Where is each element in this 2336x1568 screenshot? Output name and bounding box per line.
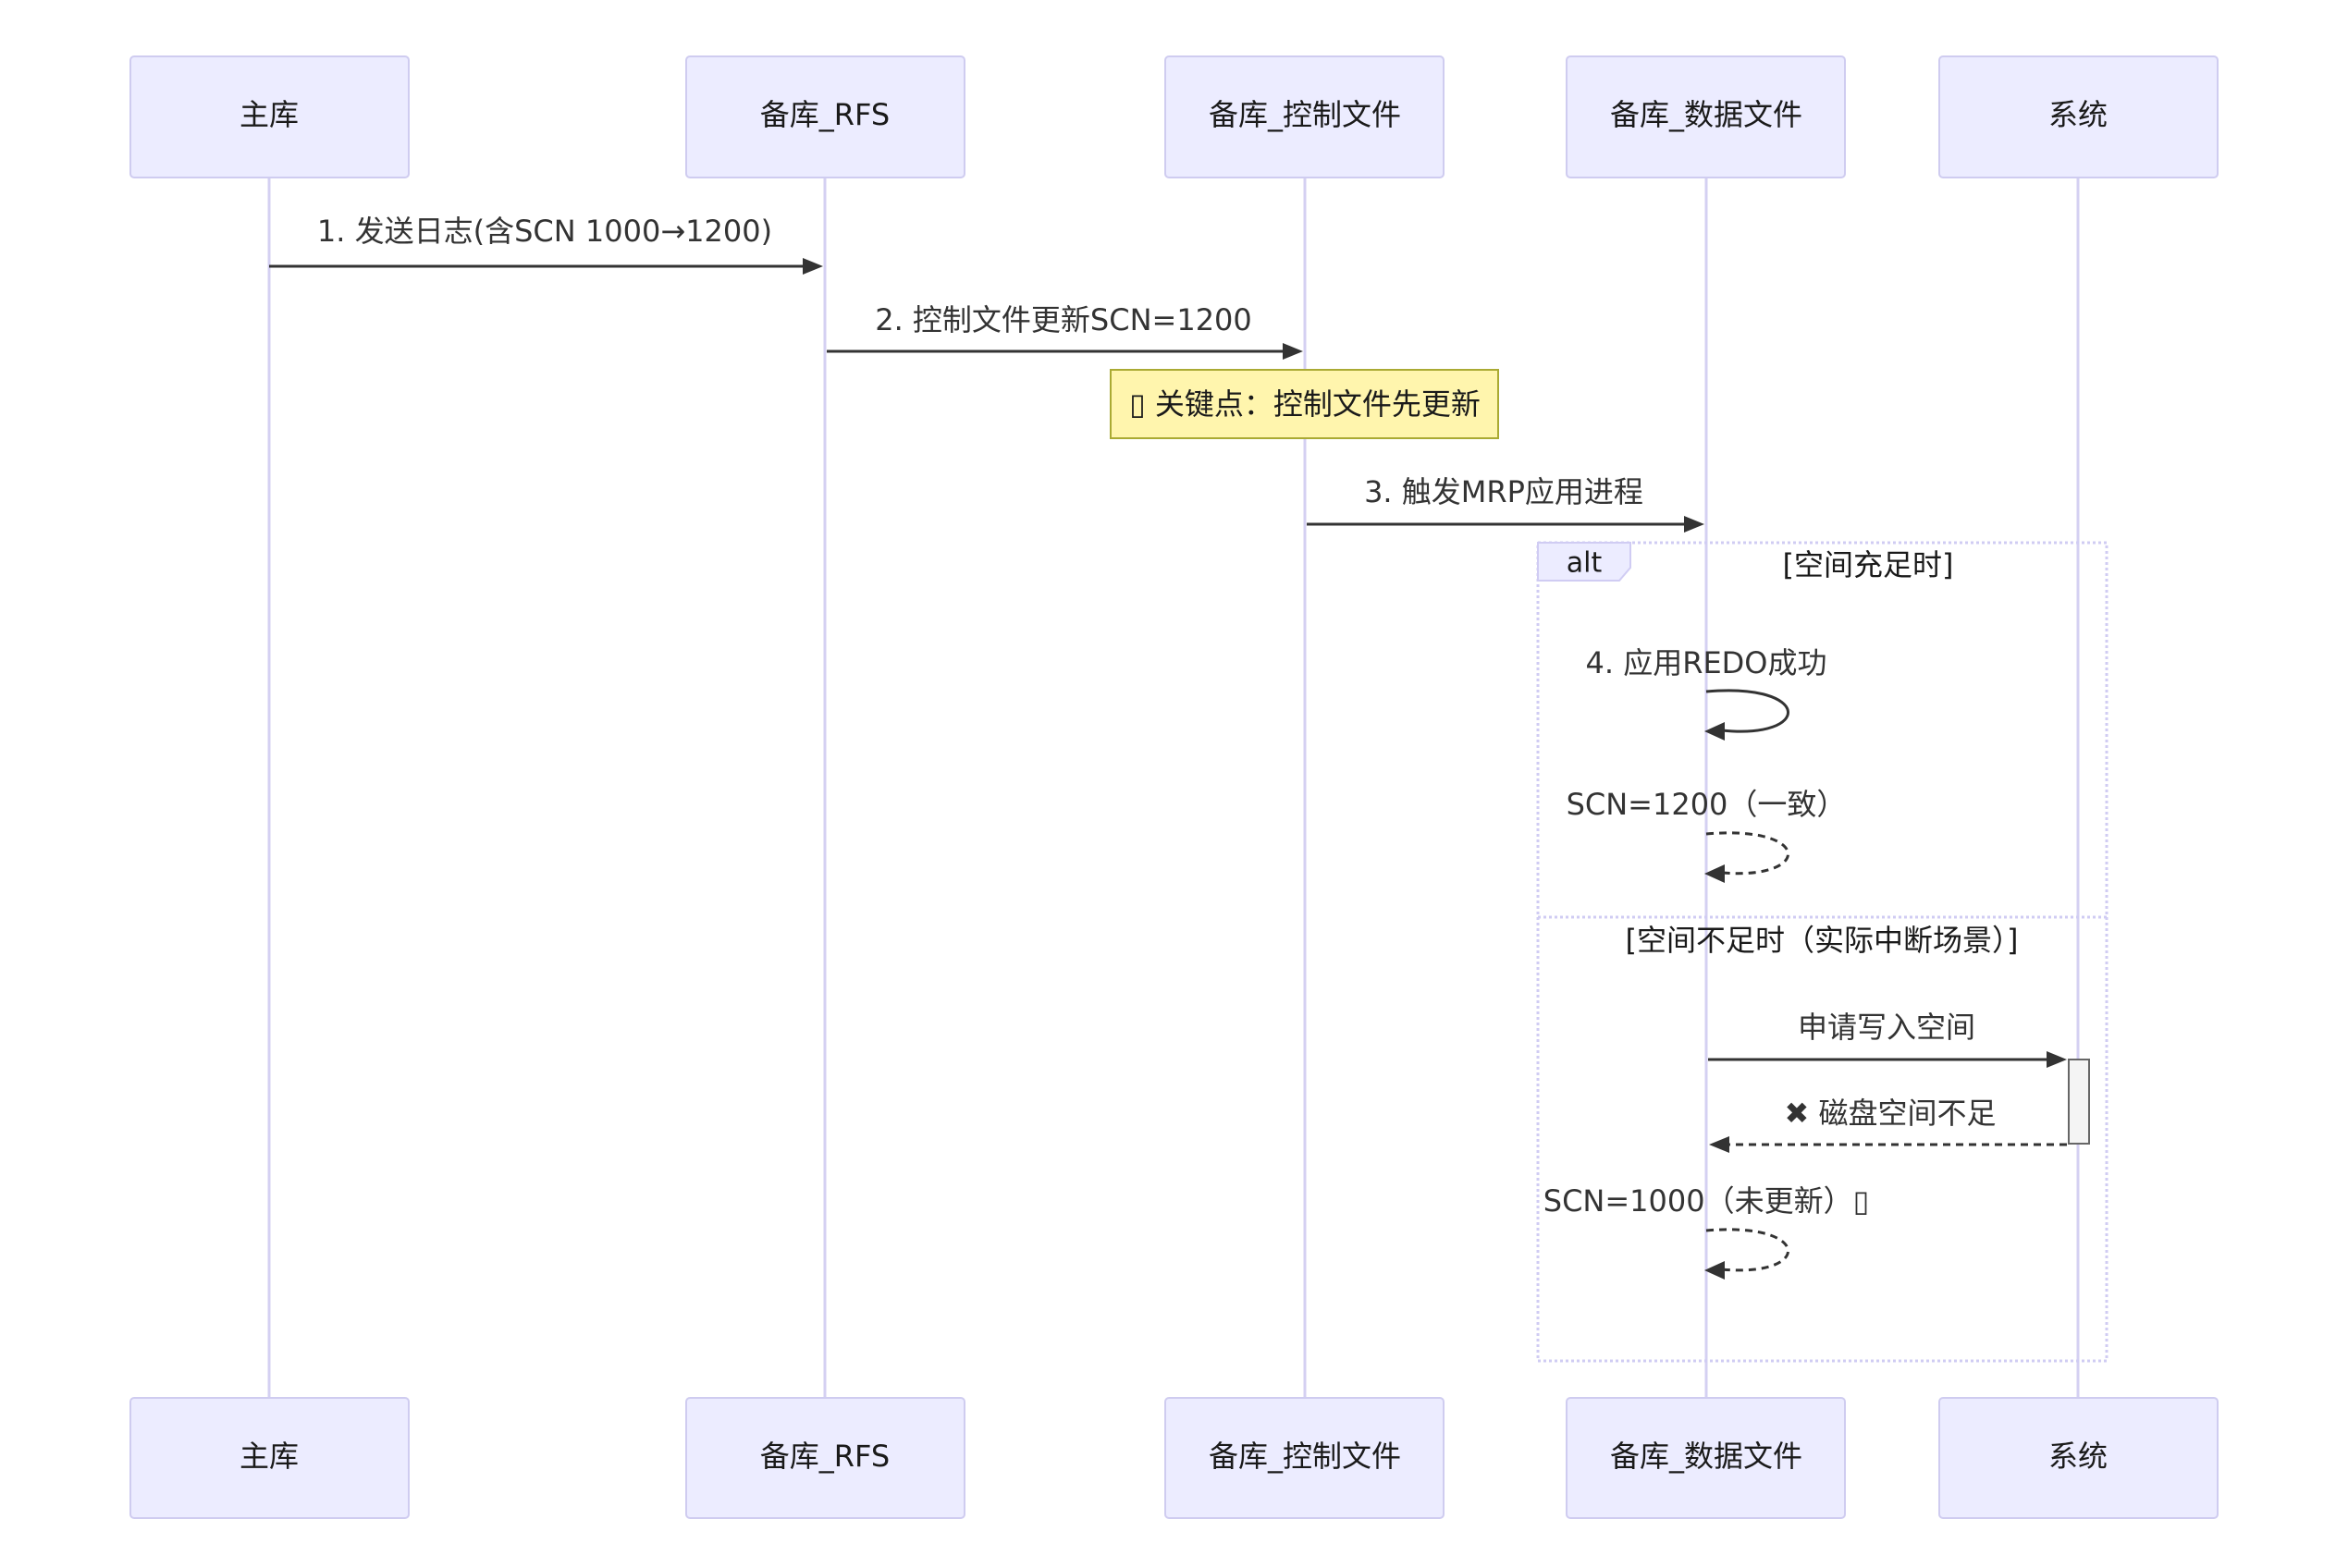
message-apply-redo: 4. 应用REDO成功 (1586, 645, 1827, 741)
message-label: SCN=1000（未更新）▯ (1543, 1183, 1869, 1219)
alt-condition-sufficient: [空间充足时] (1783, 547, 1954, 582)
actor-primary-top: 主库 (129, 55, 410, 178)
alt-frame: alt [空间充足时] [空间不足时（实际中断场景）] (1536, 541, 2109, 1363)
actor-label: 备库_控制文件 (1209, 97, 1401, 132)
message-trigger-mrp: 3. 触发MRP应用进程 (1307, 474, 1704, 533)
message-label: 3. 触发MRP应用进程 (1364, 474, 1643, 509)
actor-system-bottom: 系统 (1938, 1397, 2219, 1519)
actor-label: 主库 (240, 1439, 299, 1474)
arrowhead-icon (1684, 516, 1704, 533)
alt-condition-insufficient: [空间不足时（实际中断场景）] (1626, 923, 2019, 958)
alt-tag (1537, 542, 1631, 582)
message-update-control-file: 2. 控制文件更新SCN=1200 (827, 302, 1303, 360)
arrowhead-icon (2047, 1051, 2067, 1068)
message-request-write-space: 申请写入空间 (1708, 1010, 2067, 1068)
actor-label: 系统 (2048, 97, 2108, 132)
actor-label: 备库_RFS (760, 1439, 890, 1474)
arrowhead-icon (1704, 1261, 1725, 1280)
alt-tag-label: alt (1567, 547, 1603, 580)
actor-data-file-top: 备库_数据文件 (1566, 55, 1846, 178)
actor-system-top: 系统 (1938, 55, 2219, 178)
actor-control-file-bottom: 备库_控制文件 (1164, 1397, 1445, 1519)
actor-label: 备库_数据文件 (1610, 1439, 1802, 1474)
message-label: 1. 发送日志(含SCN 1000→1200) (317, 214, 772, 249)
message-label: 2. 控制文件更新SCN=1200 (875, 302, 1252, 337)
actor-label: 备库_RFS (760, 97, 890, 132)
message-send-log: 1. 发送日志(含SCN 1000→1200) (269, 214, 823, 275)
actor-label: 备库_控制文件 (1209, 1439, 1401, 1474)
message-label: 4. 应用REDO成功 (1586, 645, 1827, 680)
message-scn-consistent: SCN=1200（一致） (1567, 787, 1847, 883)
actor-control-file-top: 备库_控制文件 (1164, 55, 1445, 178)
note-text: ▯ 关键点：控制文件先更新 (1129, 386, 1481, 422)
arrowhead-icon (1283, 343, 1303, 360)
note-key-point: ▯ 关键点：控制文件先更新 (1110, 369, 1499, 439)
system-activation (2068, 1059, 2090, 1145)
arrowhead-icon (803, 258, 823, 275)
message-label: SCN=1200（一致） (1567, 787, 1847, 822)
actor-rfs-bottom: 备库_RFS (685, 1397, 965, 1519)
arrowhead-icon (1704, 864, 1725, 883)
arrowhead-icon (1709, 1136, 1729, 1153)
message-label: 申请写入空间 (1798, 1010, 1975, 1045)
actor-rfs-top: 备库_RFS (685, 55, 965, 178)
actor-label: 主库 (240, 97, 299, 132)
actor-primary-bottom: 主库 (129, 1397, 410, 1519)
message-label: ✖ 磁盘空间不足 (1785, 1096, 1997, 1131)
message-disk-space-insufficient: ✖ 磁盘空间不足 (1709, 1096, 2067, 1153)
actor-label: 备库_数据文件 (1610, 97, 1802, 132)
arrowhead-icon (1704, 722, 1725, 741)
actor-data-file-bottom: 备库_数据文件 (1566, 1397, 1846, 1519)
actor-label: 系统 (2048, 1439, 2108, 1474)
message-scn-not-updated: SCN=1000（未更新）▯ (1543, 1183, 1869, 1280)
